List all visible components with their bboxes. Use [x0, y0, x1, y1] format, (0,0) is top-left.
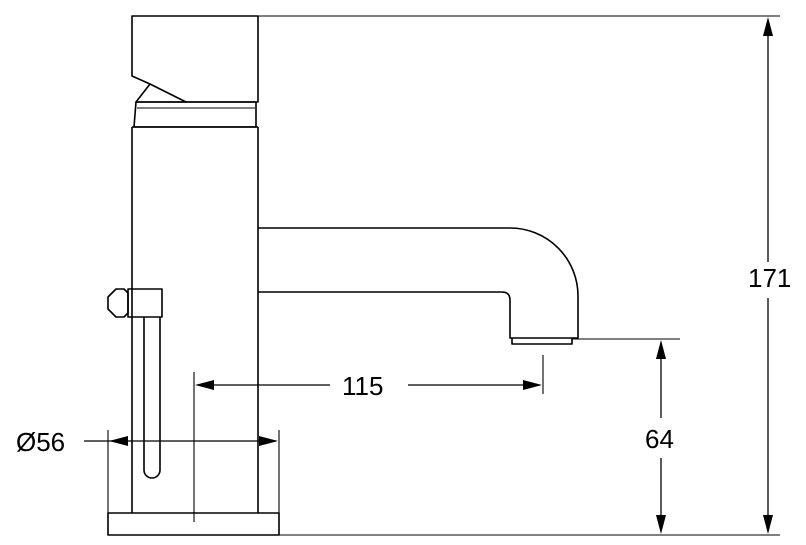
arrow-reach-right [523, 380, 542, 390]
spout-reach-label: 115 [342, 371, 383, 401]
spout [258, 227, 579, 339]
body-column [131, 127, 259, 513]
lever-handle [131, 15, 259, 103]
arrow-dia-left [109, 436, 128, 446]
arrow-spout-down [656, 515, 666, 534]
popup-knob [107, 288, 129, 318]
dimension-spout-reach: 115 [193, 355, 544, 522]
arrow-reach-left [195, 380, 214, 390]
height-total-label: 171 [748, 263, 791, 293]
arrow-down [763, 515, 773, 534]
collar-ring [133, 101, 257, 128]
dimension-height-total: 171 [258, 15, 791, 536]
dimension-spout-height: 64 [572, 338, 680, 534]
faucet-outline [107, 15, 579, 536]
arrow-spout-up [656, 340, 666, 359]
arrow-dia-right [259, 436, 278, 446]
base-diameter-label: Ø56 [16, 427, 65, 457]
arrow-up [763, 17, 773, 36]
popup-rod [143, 317, 161, 479]
spout-height-label: 64 [645, 424, 674, 454]
aerator [511, 338, 573, 345]
lever-wedge [135, 83, 186, 103]
popup-connector [127, 288, 163, 318]
dimension-base-diameter: Ø56 [16, 427, 280, 513]
